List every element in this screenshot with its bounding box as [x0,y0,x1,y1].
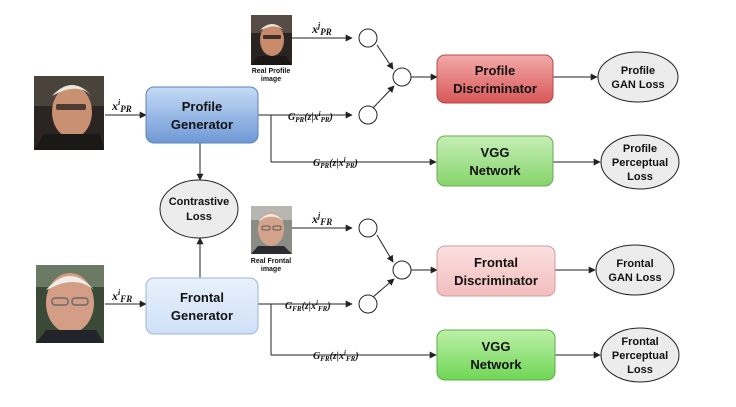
input-frontal-photo [36,265,104,343]
profile-generator-box: Profile Generator [145,86,259,144]
junction-node [358,294,378,314]
vgg-network-bottom-box: VGG Network [436,329,556,381]
vgg-top-line2: Network [469,163,521,178]
profile-discriminator-line1: Profile [475,63,515,78]
profile-generator-line1: Profile [182,99,222,114]
profile-gan-loss-line2: GAN Loss [611,79,664,91]
edge-label-x-fr: xiFR [111,288,132,304]
real-profile-photo [251,15,292,65]
edge-label-xj-pr: xjPR [311,21,332,37]
contrastive-loss-line2: Loss [186,211,212,223]
frontal-discriminator-box: Frontal Discriminator [436,245,556,297]
frontal-generator-line2: Generator [171,308,233,323]
junction-node [392,260,412,280]
frontal-perceptual-loss-ellipse: Frontal Perceptual Loss [600,327,680,383]
real-frontal-caption-line2: image [261,266,281,273]
edge-label-g-fr-vgg: GFR(z|xiFR) [313,349,359,363]
input-profile-photo [34,76,104,150]
frontal-discriminator-line1: Frontal [474,255,518,270]
profile-generator-line2: Generator [171,117,233,132]
edge-label-g-pr-disc: GPR(z|xiPR) [288,110,333,124]
connectors [105,34,601,359]
profile-discriminator-box: Profile Discriminator [436,54,554,104]
frontal-gan-loss-ellipse: Frontal GAN Loss [595,244,675,296]
real-frontal-caption-line1: Real Frontal [251,258,292,265]
profile-gan-loss-line1: Profile [621,65,655,77]
profile-discriminator-line2: Discriminator [453,81,537,96]
profile-perceptual-loss-line1: Profile [623,143,657,155]
frontal-perceptual-loss-line2: Perceptual [612,350,668,362]
junction-node [358,105,378,125]
edge-label-x-pr: xiPR [111,98,132,114]
contrastive-loss-ellipse: Contrastive Loss [159,179,239,239]
frontal-generator-box: Frontal Generator [145,277,259,335]
frontal-gan-loss-line2: GAN Loss [608,272,661,284]
face-photo-icon [260,24,284,56]
profile-perceptual-loss-ellipse: Profile Perceptual Loss [600,134,680,190]
profile-perceptual-loss-line3: Loss [627,171,653,183]
face-photo-icon [52,86,92,138]
junction-node [392,67,412,87]
real-frontal-photo [251,206,292,254]
frontal-gan-loss-line1: Frontal [616,258,653,270]
edge-label-g-fr-disc: GFR(z|xiFR) [285,299,331,313]
real-profile-caption-line2: image [261,76,281,83]
real-profile-caption-line1: Real Profile [252,68,291,75]
face-photo-icon [258,212,284,246]
frontal-perceptual-loss-line1: Frontal [621,336,658,348]
edge-label-xj-fr: xjFR [311,211,332,227]
junction-node [358,218,378,238]
vgg-network-top-box: VGG Network [436,135,554,187]
profile-perceptual-loss-line2: Perceptual [612,157,668,169]
profile-gan-loss-ellipse: Profile GAN Loss [597,51,679,103]
frontal-discriminator-line2: Discriminator [454,273,538,288]
vgg-top-line1: VGG [481,145,510,160]
vgg-bottom-line2: Network [470,357,522,372]
face-photo-icon [46,273,94,333]
frontal-perceptual-loss-line3: Loss [627,364,653,376]
contrastive-loss-line1: Contrastive [169,196,230,208]
edge-label-g-pr-vgg: GPR(z|xiPR) [313,156,358,170]
vgg-bottom-line1: VGG [482,339,511,354]
junction-node [358,28,378,48]
frontal-generator-line1: Frontal [180,290,224,305]
